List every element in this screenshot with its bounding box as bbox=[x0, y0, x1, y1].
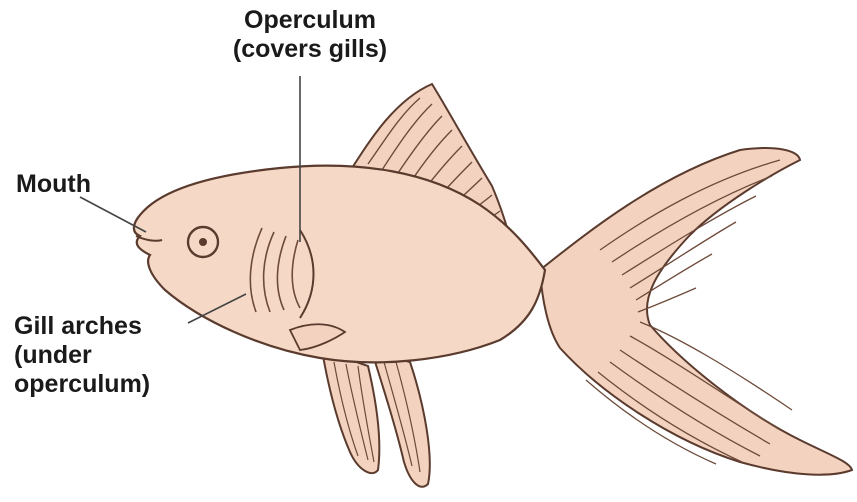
gill-arches-label: Gill arches (under operculum) bbox=[14, 312, 150, 399]
operculum-label-line1: Operculum bbox=[210, 6, 410, 35]
mouth-label-line1: Mouth bbox=[16, 170, 91, 199]
gill-arches-label-line3: operculum) bbox=[14, 370, 150, 399]
mouth-leader bbox=[80, 197, 146, 232]
operculum-label: Operculum (covers gills) bbox=[210, 6, 410, 64]
gill-arches-label-line2: (under bbox=[14, 341, 150, 370]
operculum-label-line2: (covers gills) bbox=[210, 35, 410, 64]
ventral-fins bbox=[322, 350, 430, 487]
tail-fin bbox=[540, 148, 852, 475]
mouth-label: Mouth bbox=[16, 170, 91, 199]
gill-arches-label-line1: Gill arches bbox=[14, 312, 150, 341]
